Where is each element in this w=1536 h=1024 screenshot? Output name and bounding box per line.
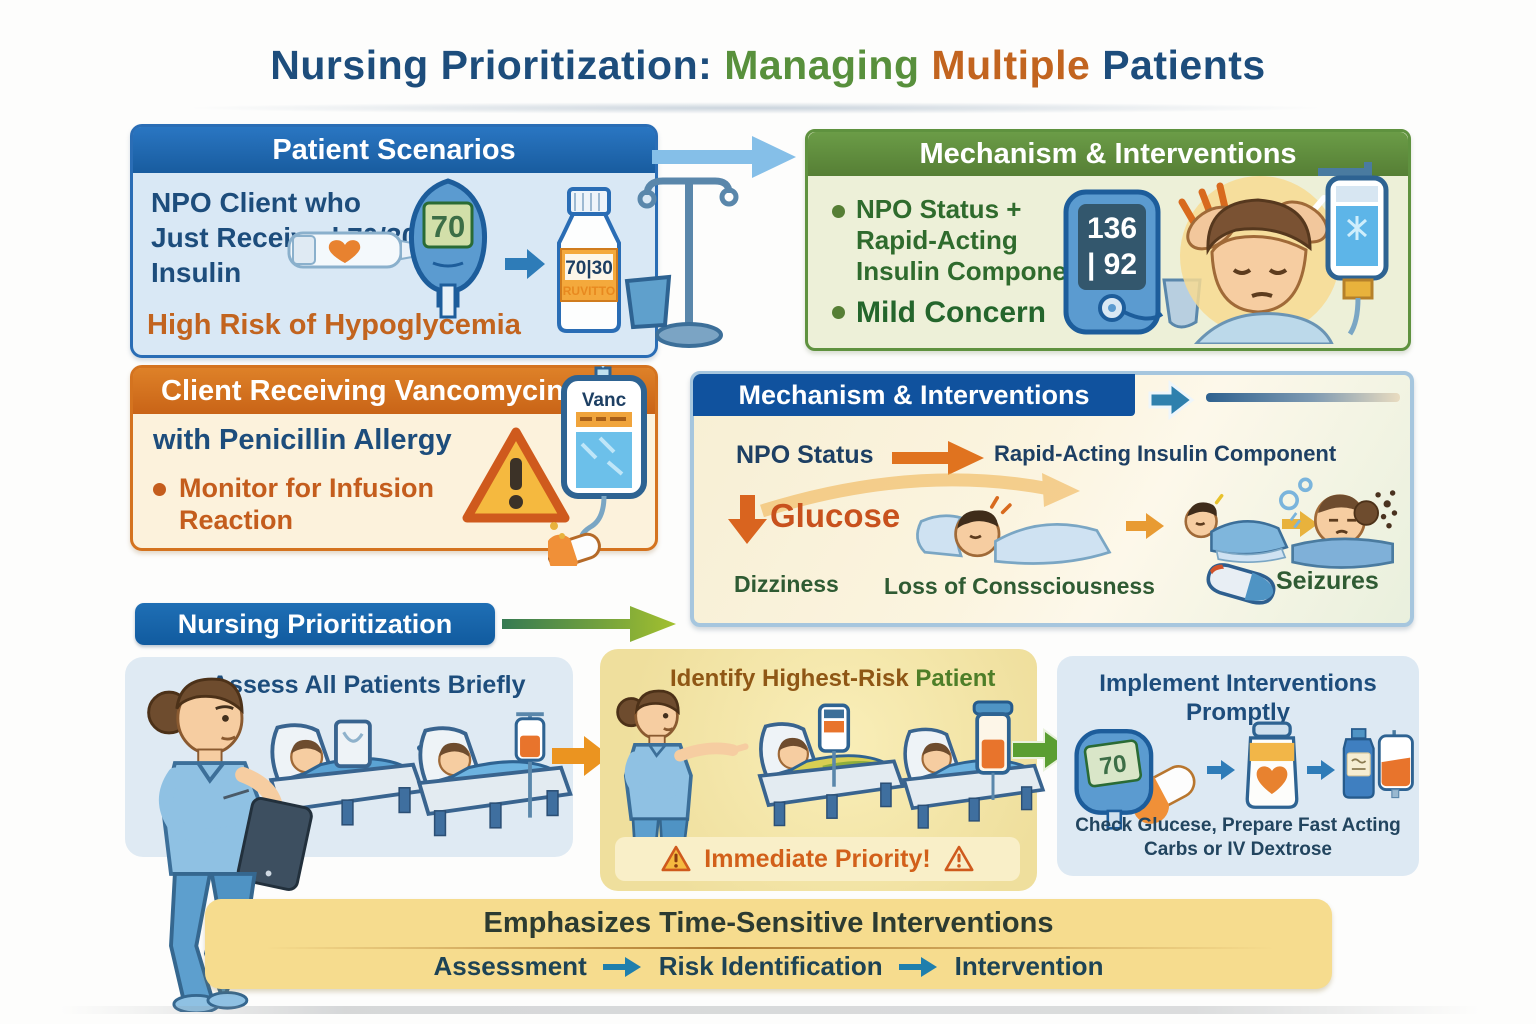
infusion-reaction-bullet: Monitor for Infusion Reaction xyxy=(153,473,434,536)
identify-panel: Identify Highest-Risk Patient xyxy=(600,649,1046,891)
title-shadow xyxy=(180,102,1330,114)
implement-caption: Check Glucese, Prepare Fast Acting Carbs… xyxy=(1075,815,1401,860)
small-arrow-icon xyxy=(505,249,545,279)
symptom-seizures: Seizures xyxy=(1276,567,1379,595)
nurse-assessing-icon xyxy=(147,677,313,1012)
patient-scenarios-box: Patient Scenarios NPO Client who Just Re… xyxy=(130,124,739,358)
glucometer-bp-icon: 136 | 92 xyxy=(1063,189,1202,335)
meter-reading-2: | 92 xyxy=(1087,248,1137,281)
title-part-1: Nursing Prioritization: xyxy=(270,42,713,88)
patient-bed-icon xyxy=(268,719,425,834)
connector-arrow-icon xyxy=(652,136,796,178)
scenario1-risk-label: High Risk of Hypoglycemia xyxy=(147,309,521,341)
bottle-sublabel: RUVITTO xyxy=(563,284,615,298)
glucometer-icon: 70 xyxy=(408,178,488,319)
mechanism-top-header: Mechanism & Interventions xyxy=(808,132,1408,176)
footer-banner: Emphasizes Time-Sensitive Interventions … xyxy=(205,899,1332,989)
footer-title: Emphasizes Time-Sensitive Interventions xyxy=(483,907,1054,939)
bottle-label: 70|30 xyxy=(565,258,613,279)
flow-arrow-icon xyxy=(602,956,641,977)
footer-flow: Assessment Risk Identification Intervent… xyxy=(205,951,1332,982)
insulin-bottle-icon: 70|30 RUVITTO xyxy=(557,187,621,333)
glucometer-reading: 70 xyxy=(431,209,465,244)
meter-reading-1: 136 xyxy=(1087,212,1137,245)
mini-iv-icon xyxy=(514,712,546,818)
header-line xyxy=(1206,393,1400,402)
mechanism-bullet-2: Mild Concern xyxy=(831,296,1047,329)
footer-divider xyxy=(265,947,1275,949)
vanc-bag-label: Vanc xyxy=(582,390,627,411)
glucometer-capsule-icon: 70 xyxy=(1074,729,1196,830)
symptom-dizziness: Dizziness xyxy=(734,571,839,597)
infusion-pump-icon xyxy=(817,703,851,787)
dextrose-supplies-icon xyxy=(1342,728,1414,799)
iv-pole-icon xyxy=(624,177,739,348)
down-arrow-icon xyxy=(728,495,767,544)
implement-title: Implement Interventions Promptly xyxy=(1099,670,1377,726)
patient-bed-icon xyxy=(416,726,573,837)
flow-step-risk-identification: Risk Identification xyxy=(658,951,883,981)
juice-jar-icon xyxy=(1245,721,1299,809)
page-title: Nursing Prioritization: Managing Multipl… xyxy=(0,42,1536,89)
warning-triangle-icon xyxy=(661,845,691,872)
curved-arrow-icon xyxy=(760,473,1080,517)
mechanism-flow-header: Mechanism & Interventions xyxy=(693,374,1135,416)
vancomycin-bag-icon: Vanc xyxy=(548,366,647,566)
immediate-priority-label: Immediate Priority! xyxy=(704,844,931,873)
bottom-smudge xyxy=(60,1006,1480,1014)
glucose-label: Glucose xyxy=(770,497,901,534)
title-part-2: Managing xyxy=(724,42,920,88)
implement-panel: Implement Interventions Promptly 70 xyxy=(1057,656,1419,876)
identify-title-a: Identify Highest-Risk xyxy=(670,665,909,692)
scenario1-description: NPO Client who Just Received 70/30 Insul… xyxy=(151,187,417,288)
flow-step-arrow-icon xyxy=(1126,513,1164,539)
flow-step-intervention: Intervention xyxy=(954,951,1104,981)
immediate-priority-alert: Immediate Priority! xyxy=(615,837,1020,881)
title-part-4: Patients xyxy=(1102,42,1266,88)
mini-arrow-icon xyxy=(1207,760,1235,780)
symptom-loc: Loss of Conssciousness xyxy=(884,573,1155,599)
mechanism-flow-box: Mechanism & Interventions NPO Status Rap… xyxy=(690,371,1414,627)
warning-triangle-icon xyxy=(944,845,974,872)
header-arrow-icon xyxy=(1148,379,1195,421)
identify-title: Identify Highest-Risk Patient xyxy=(670,665,995,693)
collapsed-patient-icon xyxy=(1184,494,1289,564)
flow-arrow-icon xyxy=(892,441,984,475)
implement-meter-reading: 70 xyxy=(1098,750,1128,780)
step-arrow-icon xyxy=(552,736,610,776)
slipper-icon xyxy=(1206,563,1276,605)
urine-container-icon xyxy=(972,700,1014,800)
insulin-pen-icon xyxy=(287,231,450,269)
penicillin-allergy-label: with Penicillin Allergy xyxy=(153,424,452,456)
seizure-patient-icon xyxy=(1279,477,1398,569)
flow-from-label: NPO Status xyxy=(736,441,874,469)
warning-triangle-icon xyxy=(462,427,570,523)
mechanism-bullet-1: NPO Status + Rapid-Acting Insulin Compon… xyxy=(831,194,1092,287)
flow-step-arrow-icon xyxy=(1282,511,1318,537)
banner-arrow-icon xyxy=(502,606,676,642)
unconscious-patient-icon xyxy=(916,496,1112,565)
mini-arrow-icon xyxy=(1307,760,1335,780)
flow-step-assessment: Assessment xyxy=(433,951,587,981)
nursing-prioritization-banner: Nursing Prioritization xyxy=(135,603,495,645)
flow-to-label: Rapid-Acting Insulin Component xyxy=(994,441,1337,466)
iv-bag-icon xyxy=(1318,162,1389,336)
patient-scenarios-header: Patient Scenarios xyxy=(133,127,655,173)
flow-arrow-icon xyxy=(898,956,937,977)
title-part-3: Multiple xyxy=(931,42,1091,88)
identify-title-b: Patient xyxy=(915,665,996,692)
mechanism-top-box: Mechanism & Interventions NPO Status + R… xyxy=(805,129,1411,351)
headache-person-icon xyxy=(1178,176,1340,344)
assess-title: Assess All Patients Briefly xyxy=(211,671,526,699)
